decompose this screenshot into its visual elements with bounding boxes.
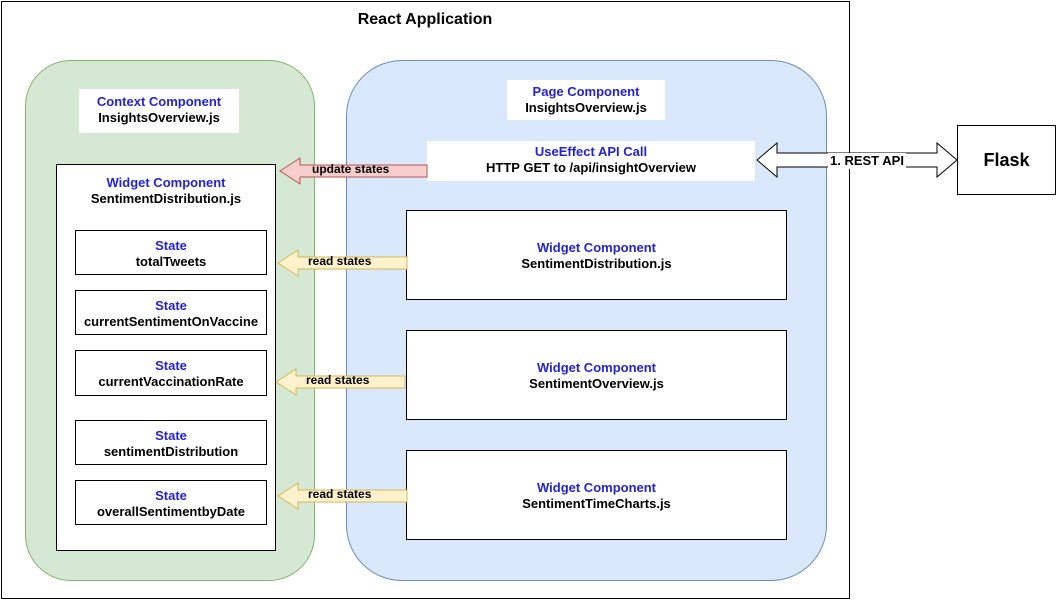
page-widget-heading: Widget Component <box>536 240 657 255</box>
state-name: sentimentDistribution <box>103 444 239 459</box>
page-widget-heading: Widget Component <box>536 480 657 495</box>
read-states-label: read states <box>308 487 372 501</box>
page-widget-component: Widget Component SentimentTimeCharts.js <box>406 450 787 540</box>
state-label: State <box>155 298 187 313</box>
state-label: State <box>155 238 187 253</box>
state-box: State currentSentimentOnVaccine <box>75 290 267 335</box>
read-states-arrow <box>277 249 408 277</box>
context-component-name: InsightsOverview.js <box>98 110 220 125</box>
flask-label: Flask <box>983 149 1030 170</box>
use-effect-api-call: UseEffect API Call HTTP GET to /api/insi… <box>427 141 755 181</box>
page-widget-component: Widget Component SentimentOverview.js <box>406 330 787 420</box>
state-label: State <box>155 358 187 373</box>
page-widget-name: SentimentOverview.js <box>529 376 664 391</box>
flask-box: Flask <box>957 125 1056 195</box>
page-component-name: InsightsOverview.js <box>525 100 647 115</box>
context-component-label: Context Component InsightsOverview.js <box>79 89 239 133</box>
state-box: State currentVaccinationRate <box>75 350 267 396</box>
page-widget-heading: Widget Component <box>536 360 657 375</box>
rest-api-label: 1. REST API <box>828 153 906 169</box>
state-label: State <box>155 428 187 443</box>
state-name: overallSentimentbyDate <box>96 504 246 519</box>
page-widget-component: Widget Component SentimentDistribution.j… <box>406 210 787 300</box>
state-box: State totalTweets <box>75 230 267 275</box>
read-states-label: read states <box>306 373 370 387</box>
state-name: currentSentimentOnVaccine <box>83 314 259 329</box>
update-states-arrow <box>279 157 428 185</box>
use-effect-heading: UseEffect API Call <box>534 144 648 159</box>
read-states-arrow <box>275 368 406 396</box>
context-widget-name: SentimentDistribution.js <box>90 191 242 206</box>
page-component-heading: Page Component <box>532 84 640 99</box>
page-widget-name: SentimentDistribution.js <box>521 256 672 271</box>
state-box: State sentimentDistribution <box>75 420 267 465</box>
state-box: State overallSentimentbyDate <box>75 480 267 525</box>
context-component-heading: Context Component <box>96 94 222 109</box>
update-states-label: update states <box>312 162 390 176</box>
read-states-arrow <box>277 482 408 510</box>
page-widget-name: SentimentTimeCharts.js <box>522 496 671 511</box>
page-component-label: Page Component InsightsOverview.js <box>507 80 665 120</box>
context-widget-heading: Widget Component <box>106 175 226 190</box>
state-label: State <box>155 488 187 503</box>
diagram-title: React Application <box>357 11 493 28</box>
state-name: currentVaccinationRate <box>98 374 244 389</box>
read-states-label: read states <box>308 254 372 268</box>
use-effect-request: HTTP GET to /api/insightOverview <box>486 160 696 175</box>
state-name: totalTweets <box>135 254 207 269</box>
